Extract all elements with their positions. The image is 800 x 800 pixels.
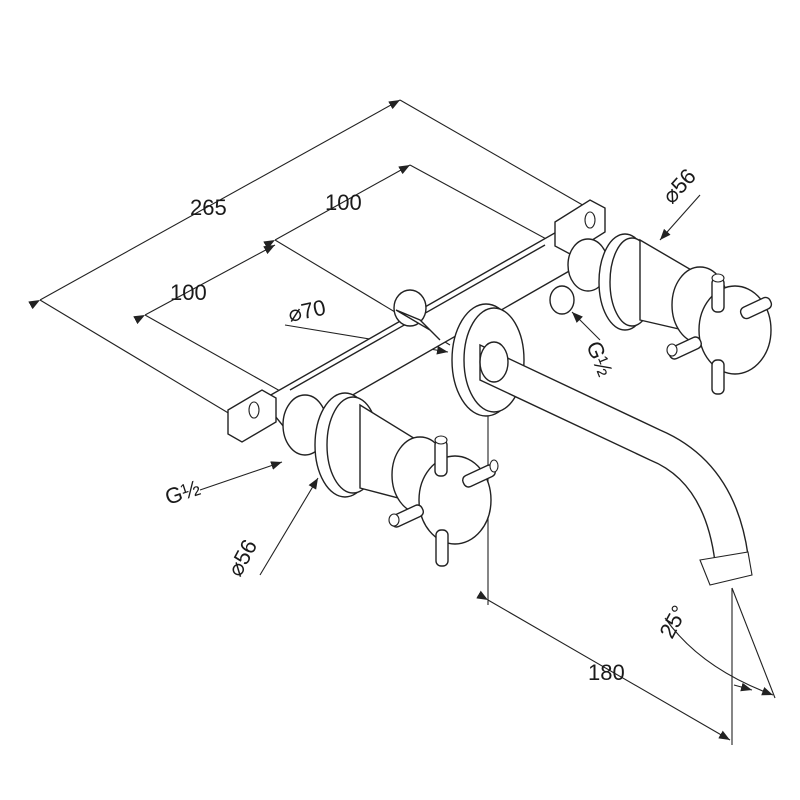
leader-g-left — [199, 461, 283, 491]
mounting-tab-right — [554, 199, 606, 255]
spoke-right-top — [711, 277, 725, 313]
spoke-right-bottom — [711, 359, 725, 395]
dim-label-dia70: ⌀70 — [286, 295, 328, 327]
leader-dia56-right — [659, 194, 701, 241]
ext-line-265-left — [39, 299, 241, 421]
angle-tick-25 — [733, 682, 753, 692]
dim-label-100-left: 100 — [170, 280, 207, 305]
leader-g-right — [571, 311, 601, 341]
mounting-tab-left — [227, 389, 277, 443]
valve-left — [282, 392, 499, 567]
dim-label-265: 265 — [190, 195, 227, 220]
dimension-labels: 265 100 100 ⌀70 ⌀56 G½ G½ ⌀56 180 25° — [162, 164, 701, 685]
valve-right — [549, 233, 773, 395]
dim-line-100-left — [133, 244, 276, 325]
spoke-left-top — [434, 439, 448, 477]
dim-label-180: 180 — [588, 660, 625, 685]
spout-outlet — [699, 551, 753, 586]
dimension-lines — [28, 99, 776, 745]
dim-label-g-right: G½ — [581, 338, 617, 380]
dim-line-265 — [28, 99, 401, 310]
angle-line-25 — [731, 587, 776, 699]
dim-line-100-top — [263, 164, 411, 250]
ext-line-265-right — [399, 99, 601, 216]
dim-label-100-top: 100 — [325, 190, 362, 215]
spout — [479, 341, 753, 586]
dim-label-dia56-left: ⌀56 — [222, 535, 262, 580]
tap-assembly — [227, 199, 773, 586]
dim-label-g-left: G½ — [162, 475, 203, 510]
dim-line-180 — [476, 590, 731, 741]
centre-stub — [393, 289, 441, 341]
leader-dia56-left — [259, 477, 319, 576]
dim-label-25deg: 25° — [654, 601, 692, 642]
spoke-right-side — [739, 296, 773, 320]
spoke-left-bottom — [435, 529, 449, 567]
angle-arc-25 — [664, 617, 774, 696]
